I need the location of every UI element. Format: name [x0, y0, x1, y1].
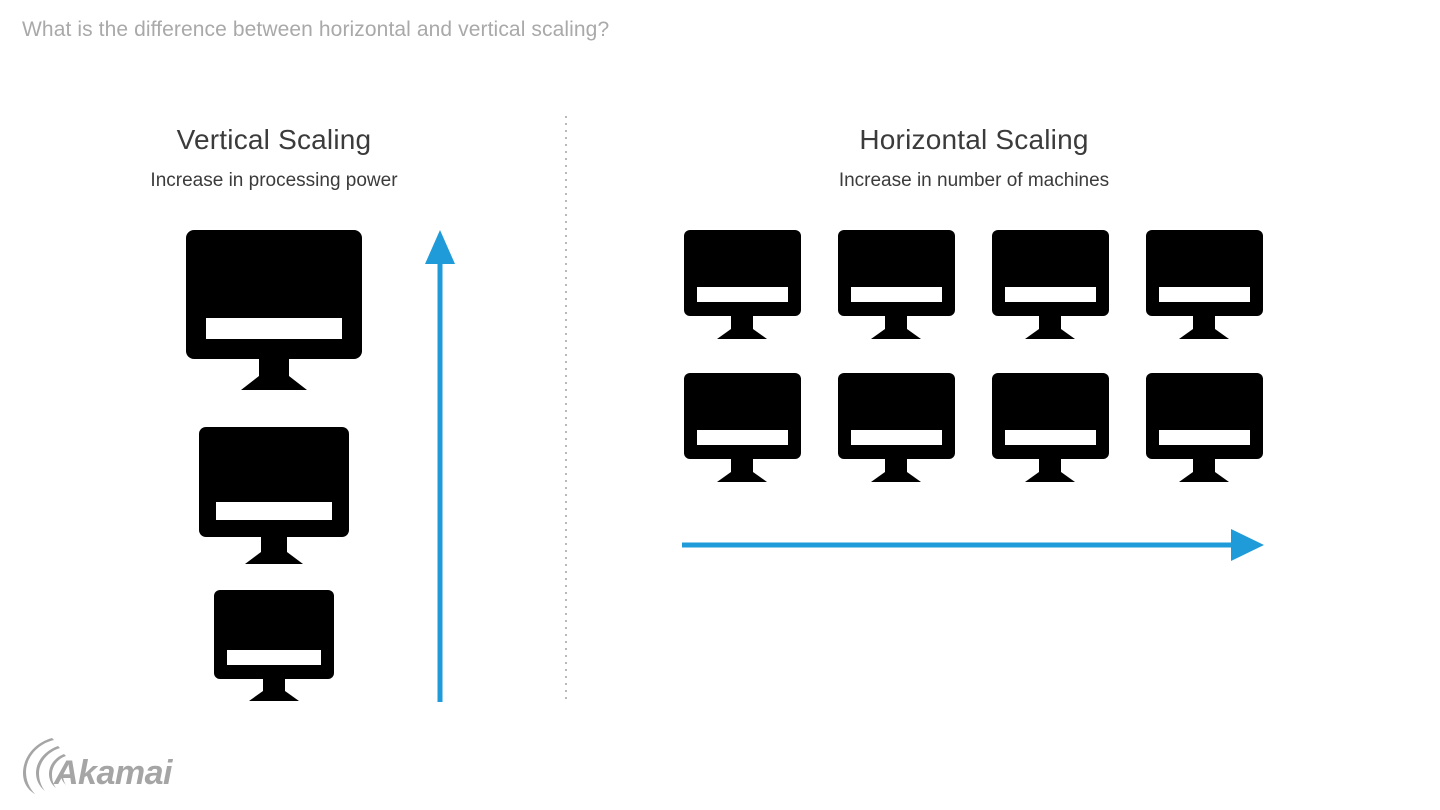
monitor-icon	[199, 427, 349, 567]
horizontal-scaling-subtitle: Increase in number of machines	[838, 170, 1110, 191]
monitor-icon	[186, 230, 362, 394]
arrow-right-icon	[682, 527, 1266, 563]
monitor-icon	[838, 373, 955, 485]
arrow-up-icon	[422, 228, 458, 702]
horizontal-scaling-title: Horizontal Scaling	[859, 124, 1089, 155]
vertical-scaling-subtitle: Increase in processing power	[150, 170, 398, 191]
monitor-icon	[214, 590, 334, 702]
vertical-scaling-title: Vertical Scaling	[176, 124, 372, 155]
monitor-icon	[1146, 230, 1263, 342]
monitor-icon	[684, 373, 801, 485]
akamai-logo: Akamai	[20, 734, 180, 796]
panel-divider	[565, 116, 567, 702]
monitor-icon	[1146, 373, 1263, 485]
monitor-icon	[838, 230, 955, 342]
akamai-wave-icon	[23, 738, 72, 794]
akamai-wordmark: Akamai	[53, 754, 175, 792]
monitor-icon	[684, 230, 801, 342]
slide-question: What is the difference between horizonta…	[22, 18, 610, 41]
monitor-icon	[992, 230, 1109, 342]
monitor-icon	[992, 373, 1109, 485]
svg-text:Akamai: Akamai	[53, 754, 174, 792]
machine-grid	[684, 230, 1264, 496]
